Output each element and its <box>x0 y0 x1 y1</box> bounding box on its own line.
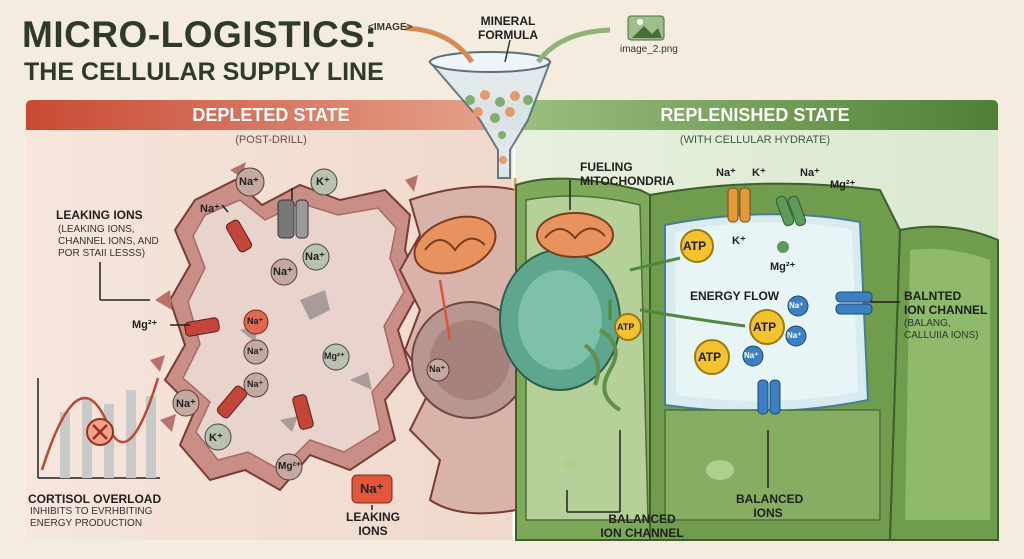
ion-na-r4: Na⁺ <box>787 331 802 340</box>
balanced-channel-line2: ION CHANNEL <box>600 526 684 540</box>
image-icon <box>627 15 665 41</box>
fueling-mitochondria-label: FUELING MITOCHONDRIA <box>580 160 674 188</box>
right-banner <box>512 100 998 130</box>
ion-k-1: K⁺ <box>316 176 330 188</box>
balnted-description: (BALANG, CALLUIIA IONS) <box>904 318 978 342</box>
image-file-name: image_2.png <box>620 44 678 55</box>
ion-na-8: Na⁺ <box>176 398 196 410</box>
right-panel-subheader: (WITH CELLULAR HYDRATE) <box>679 134 831 146</box>
ion-mg-2: Mg²⁺ <box>324 351 345 361</box>
left-panel-subheader: (POST-DRILL) <box>235 134 307 146</box>
balanced-ions-line2: IONS <box>753 506 783 520</box>
atp-markers <box>614 229 785 375</box>
ion-na-r2: Na⁺ <box>800 167 820 179</box>
right-panel-header: REPLENISHED STATE <box>660 105 850 125</box>
balnted-desc-line2: CALLUIIA IONS) <box>904 330 979 341</box>
page-subtitle: THE CELLULAR SUPPLY LINE <box>24 58 384 86</box>
right-ion-circles <box>742 241 809 367</box>
ion-k-r1: K⁺ <box>752 167 766 179</box>
balnted-desc-line1: (BALANG, <box>904 318 951 329</box>
left-arrows <box>99 188 373 510</box>
ion-na-r1: Na⁺ <box>716 167 736 179</box>
image-tag-label: <IMAGE> <box>368 22 413 33</box>
ion-k-r2: K⁺ <box>732 235 746 247</box>
ion-mg-r2: Mg²⁺ <box>770 261 796 273</box>
energy-flow-label: ENERGY FLOW <box>690 289 780 303</box>
ion-na-9: Na⁺ <box>429 364 446 374</box>
ion-na-4: Na⁺ <box>305 251 325 263</box>
atp-label-3: ATP <box>753 320 777 334</box>
left-red-arrow <box>438 279 452 341</box>
ion-k-2: K⁺ <box>209 432 223 444</box>
left-ions <box>172 167 450 504</box>
left-banner <box>26 100 516 130</box>
mineral-formula-label: MINERAL FORMULA <box>478 14 538 42</box>
balanced-ions-label: BALANCED IONS <box>736 492 804 520</box>
ion-na-leaking: Na⁺ <box>360 481 384 496</box>
atp-label-4: ATP <box>698 350 722 364</box>
ion-na-r3: Na⁺ <box>789 301 804 310</box>
damaged-cell <box>150 162 440 492</box>
ion-na-5: Na⁺ <box>247 316 264 326</box>
ion-na-2: Na⁺ <box>200 203 220 215</box>
ion-na-r5: Na⁺ <box>744 351 759 360</box>
leaking-ions-title: LEAKING IONS <box>56 208 143 222</box>
leaking-desc-line3: POR STAII LESSS) <box>58 248 146 259</box>
ion-na-7: Na⁺ <box>247 379 264 389</box>
fueling-line2: MITOCHONDRIA <box>580 174 675 188</box>
balnted-ion-channel-label: BALNTED ION CHANNEL <box>904 289 987 317</box>
bottom-leaking-line2: IONS <box>358 524 388 538</box>
fueling-line1: FUELING <box>580 160 633 174</box>
cortisol-desc-line1: INHIBITS TO EVRHBITING <box>30 506 153 517</box>
right-pointer-lines <box>566 180 900 513</box>
atp-label-1: ATP <box>683 239 707 253</box>
healthy-cells <box>499 177 999 541</box>
cortisol-title: CORTISOL OVERLOAD <box>28 492 162 506</box>
right-arrows <box>608 256 746 328</box>
balanced-channel-line1: BALANCED <box>608 512 676 526</box>
balanced-ion-channel-label: BALANCED ION CHANNEL <box>596 512 688 540</box>
page-title: MICRO-LOGISTICS: <box>22 14 378 55</box>
ion-mg-3: Mg²⁺ <box>278 461 302 472</box>
ion-na-6: Na⁺ <box>247 346 264 356</box>
ion-na-1: Na⁺ <box>239 176 259 188</box>
mineral-label-line2: FORMULA <box>478 28 538 42</box>
left-panel-header: DEPLETED STATE <box>192 105 350 125</box>
balnted-line2: ION CHANNEL <box>904 303 988 317</box>
mineral-label-line1: MINERAL <box>480 14 536 28</box>
ion-mg-1: Mg²⁺ <box>132 319 158 331</box>
ion-na-3: Na⁺ <box>273 266 293 278</box>
leaking-desc-line1: (LEAKING IONS, <box>58 224 135 235</box>
cortisol-desc-line2: ENERGY PRODUCTION <box>30 518 143 529</box>
cortisol-chart-icon <box>37 377 160 479</box>
bottom-leaking-ions-label: LEAKING IONS <box>346 510 400 538</box>
cortisol-description: INHIBITS TO EVRHBITING ENERGY PRODUCTION <box>30 506 152 530</box>
right-channels <box>727 187 873 415</box>
balnted-line1: BALNTED <box>904 289 962 303</box>
bottom-leaking-line1: LEAKING <box>346 510 400 524</box>
leaking-ion-box <box>351 474 393 504</box>
leaking-desc-line2: CHANNEL IONS, AND <box>58 236 159 247</box>
mineral-funnel <box>404 25 611 211</box>
atp-label-2: ATP <box>617 322 635 332</box>
leaking-ions-description: (LEAKING IONS, CHANNEL IONS, AND POR STA… <box>58 224 159 260</box>
balanced-ions-line1: BALANCED <box>736 492 804 506</box>
ion-mg-r1: Mg²⁺ <box>830 179 856 191</box>
